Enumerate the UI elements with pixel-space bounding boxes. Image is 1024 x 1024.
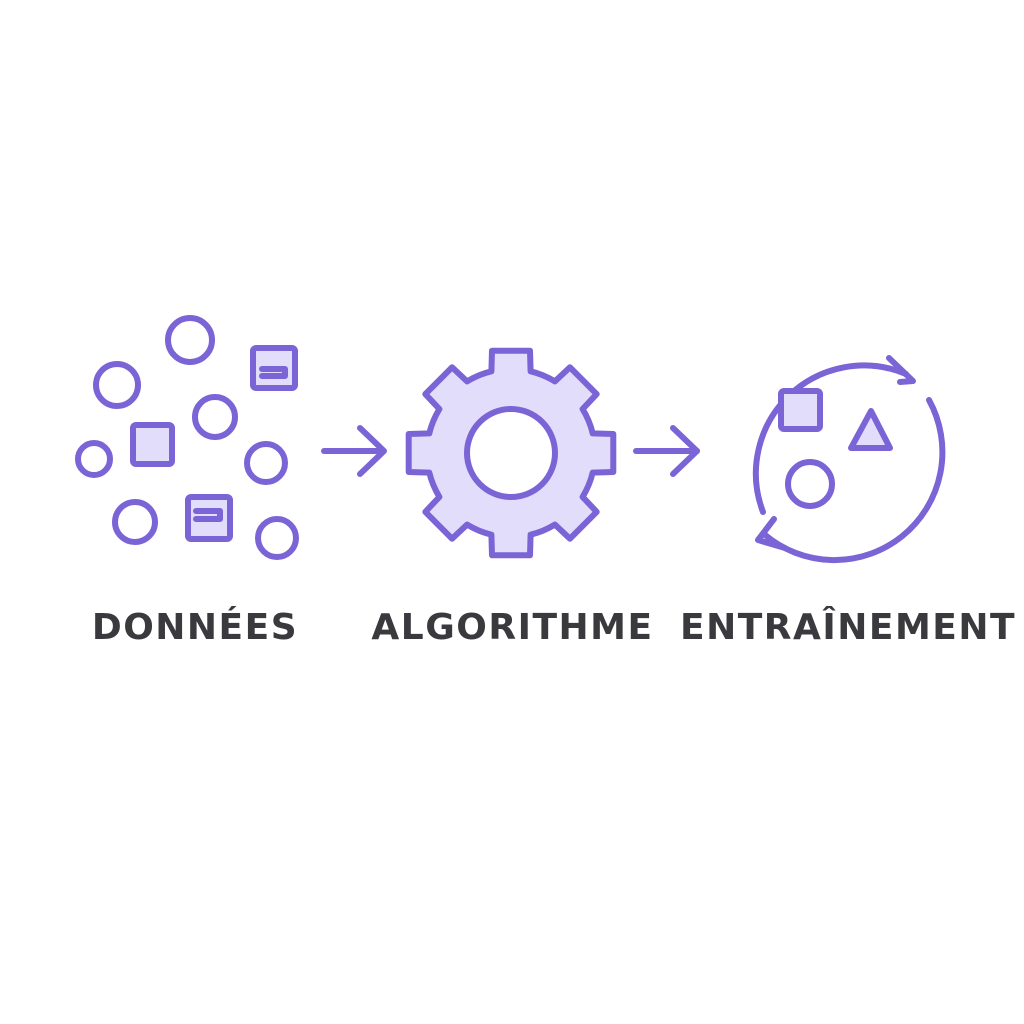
data-circle <box>75 440 113 478</box>
result-square <box>778 388 823 432</box>
data-circle <box>165 315 215 365</box>
cycle-arrowhead-bottom <box>755 516 788 551</box>
data-circle <box>112 499 158 545</box>
gear-icon <box>405 347 617 559</box>
data-circle <box>255 516 299 560</box>
stage-label-algorithme: ALGORITHME <box>371 607 654 648</box>
data-circle <box>244 441 288 485</box>
result-circle <box>785 459 835 509</box>
scattered-data-icon <box>75 315 299 560</box>
result-triangle <box>848 408 893 451</box>
stage-label-entrainement: ENTRAÎNEMENT <box>680 607 1017 648</box>
cycle-arrowhead-top <box>886 355 916 385</box>
arrow-right-icon <box>633 425 700 477</box>
gear-hole <box>464 406 558 500</box>
cycle-icon <box>752 355 946 564</box>
stage-label-donnees: DONNÉES <box>91 607 299 648</box>
data-square <box>130 422 175 467</box>
data-document <box>185 494 233 542</box>
cycle-arc-bottom <box>761 397 946 564</box>
data-document <box>250 345 298 391</box>
arrow-right-icon <box>321 425 387 477</box>
data-circle <box>93 361 141 409</box>
data-circle <box>192 394 238 440</box>
